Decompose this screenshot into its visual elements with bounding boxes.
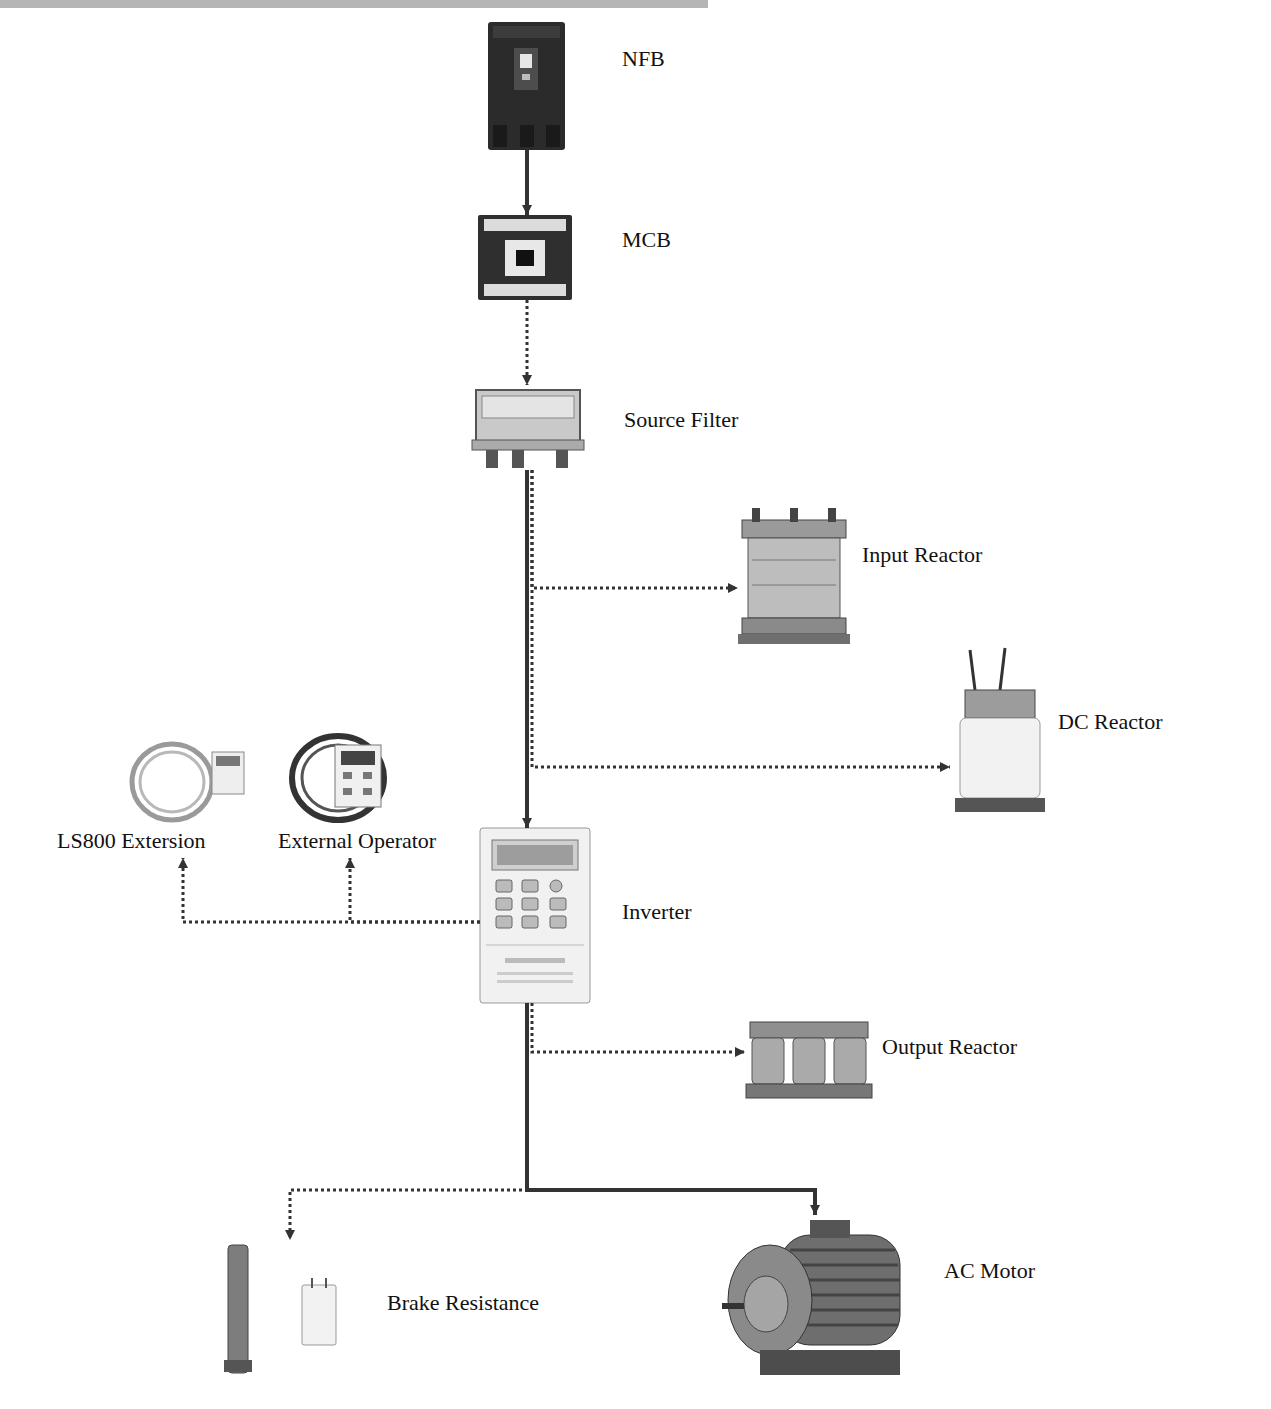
input-reactor-picture (738, 508, 850, 644)
dc-reactor-picture (955, 648, 1045, 812)
device-node: Input Reactor (738, 505, 1028, 660)
device-label: MCB (620, 227, 673, 253)
operator-picture (292, 736, 384, 820)
device-node: External Operator (274, 735, 469, 858)
main-connection (527, 1003, 815, 1215)
device-node: AC Motor (718, 1215, 1063, 1385)
device-label: Inverter (620, 899, 694, 925)
brake-resistor-picture (224, 1245, 336, 1373)
device-node: Output Reactor (745, 1020, 1055, 1100)
device-label: AC Motor (942, 1258, 1037, 1284)
extension-cable-picture (132, 744, 244, 820)
header-bar (0, 0, 708, 8)
device-node: NFB (488, 22, 688, 150)
device-label: Input Reactor (860, 542, 984, 568)
optional-connection (183, 858, 480, 922)
main-connection (525, 150, 529, 215)
device-node: LS800 Extersion (55, 740, 250, 858)
optional-connection (532, 470, 950, 767)
optional-connection (532, 1003, 745, 1052)
device-label: External Operator (276, 828, 438, 854)
inverter-picture (480, 828, 590, 1003)
filter-picture (472, 390, 584, 468)
device-node: Source Filter (472, 385, 772, 470)
optional-connection (532, 470, 738, 588)
device-label: NFB (620, 46, 667, 72)
contactor-picture (478, 215, 572, 300)
device-label: LS800 Extersion (55, 828, 208, 854)
device-node: Inverter (480, 828, 720, 1003)
optional-connection (526, 300, 529, 385)
device-label: DC Reactor (1056, 709, 1164, 735)
device-node: DC Reactor (950, 645, 1200, 820)
output-reactor-picture (746, 1022, 872, 1098)
motor-picture (722, 1220, 900, 1375)
device-label: Brake Resistance (385, 1290, 541, 1316)
optional-connection (290, 1003, 527, 1240)
device-label: Source Filter (622, 407, 740, 433)
optional-connection (350, 858, 480, 922)
main-connection (525, 470, 529, 828)
device-label: Output Reactor (880, 1034, 1019, 1060)
breaker-picture (488, 22, 565, 150)
device-node: Brake Resistance (215, 1240, 570, 1380)
device-node: MCB (478, 215, 688, 300)
